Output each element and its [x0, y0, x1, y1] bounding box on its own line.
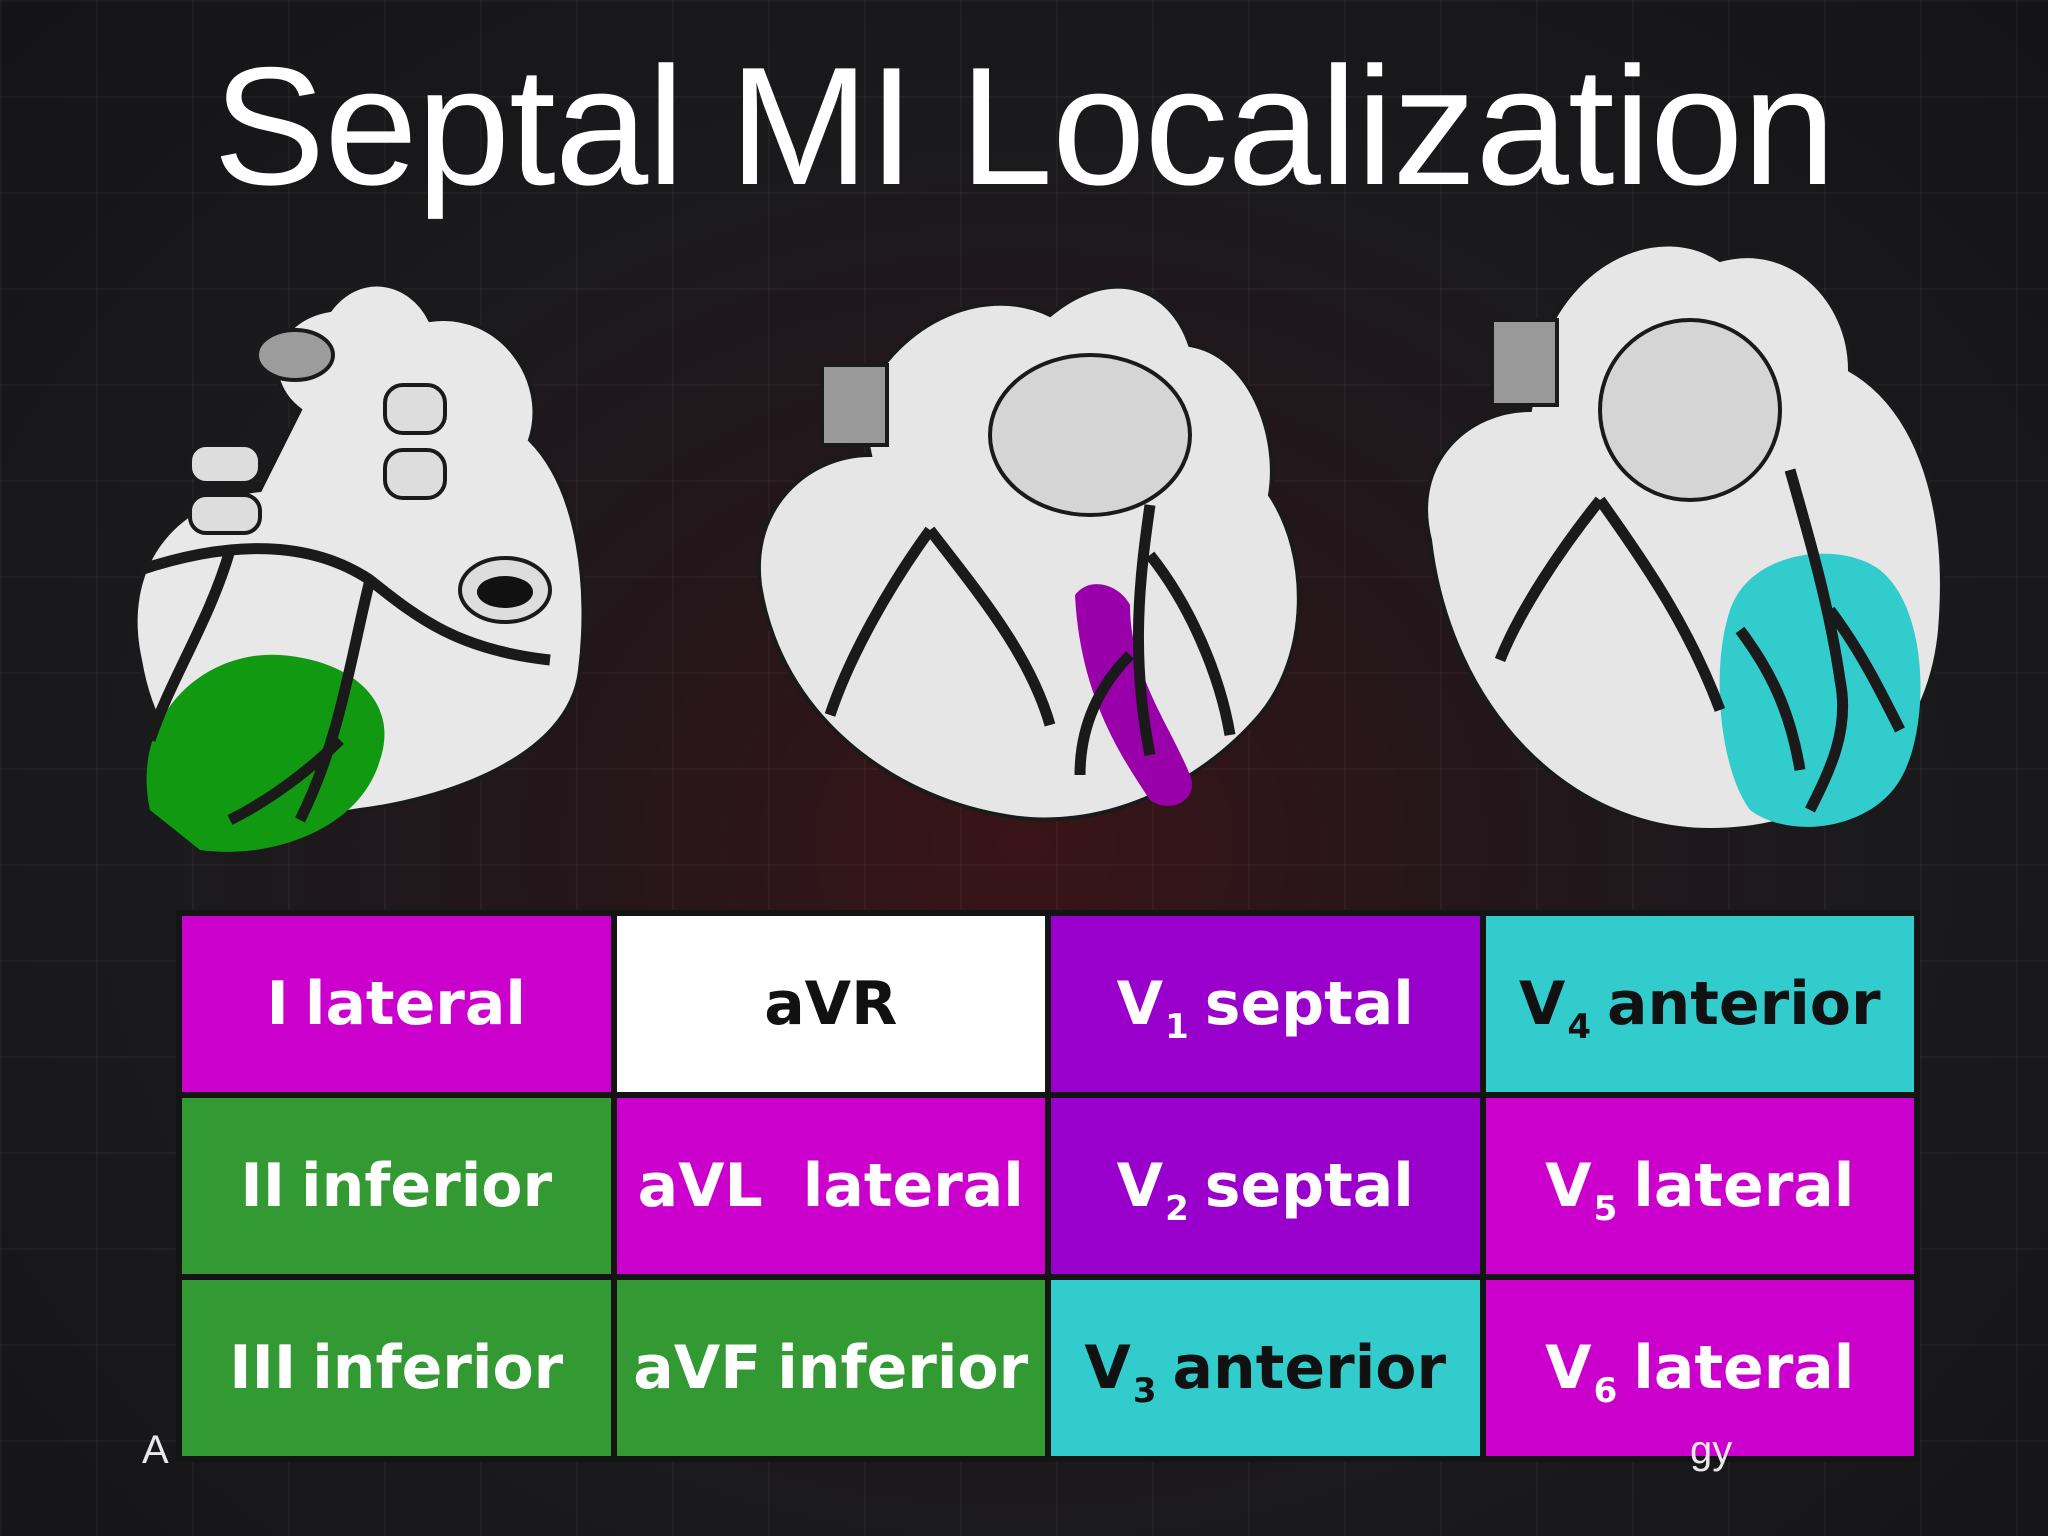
lead-region: lateral	[802, 1151, 1024, 1221]
lead-region: lateral	[304, 969, 526, 1039]
lead-subscript: 3	[1132, 1371, 1157, 1411]
lead-region: inferior	[312, 1333, 564, 1403]
lead-name: II	[240, 1151, 301, 1221]
lead-region: inferior	[301, 1151, 553, 1221]
lead-label: V	[1116, 969, 1164, 1039]
lead-subscript: 1	[1165, 1007, 1189, 1047]
heart-1-vessel-opening	[255, 328, 335, 382]
lead-name: aVF	[633, 1333, 777, 1403]
heart-3-aorta	[1598, 318, 1782, 502]
lead-cell-avr: aVR	[616, 916, 1045, 1092]
heart-1-vein-2	[188, 493, 262, 535]
heart-2-infarct-purple	[1075, 584, 1192, 806]
lead-cell-avl: aVL lateral	[616, 1098, 1045, 1274]
lead-subscript: 2	[1165, 1189, 1189, 1229]
lead-region: lateral	[1633, 1151, 1855, 1221]
heart-2-vessel-cap	[820, 363, 889, 447]
lead-region: septal	[1204, 1151, 1414, 1221]
heart-1-vessel-hole	[477, 576, 533, 608]
lead-name: III	[229, 1333, 312, 1403]
lead-label: V	[1545, 1151, 1592, 1221]
lead-subscript: 5	[1593, 1189, 1618, 1229]
heart-3-vessel-cap	[1490, 318, 1559, 407]
lead-label: aVL	[637, 1151, 763, 1221]
lead-label: V	[1084, 1333, 1131, 1403]
lead-region: septal	[1204, 969, 1414, 1039]
lead-label: II	[240, 1151, 286, 1221]
heart-anterior-view	[1424, 242, 1944, 833]
lead-subscript: 4	[1567, 1007, 1592, 1047]
heart-3-coronary-artery	[1494, 468, 1905, 813]
lead-name: aVR	[764, 969, 897, 1039]
heart-1-infarct-green	[146, 654, 385, 852]
heart-1-vein-4	[383, 448, 447, 500]
lead-label: V	[1116, 1151, 1164, 1221]
credit-left: A	[142, 1428, 169, 1472]
lead-label: aVR	[764, 969, 898, 1039]
heart-1-coronary-artery	[138, 543, 551, 825]
lead-region: anterior	[1607, 969, 1881, 1039]
lead-label: V	[1545, 1333, 1592, 1403]
heart-septal-view	[756, 284, 1301, 822]
lead-subscript: 6	[1593, 1371, 1618, 1411]
lead-region: anterior	[1172, 1333, 1447, 1403]
lead-name: I	[267, 969, 305, 1039]
lead-region: inferior	[777, 1333, 1029, 1403]
lead-label: III	[229, 1333, 297, 1403]
credit-right: gy	[1690, 1428, 1733, 1472]
heart-2-coronary-artery	[824, 504, 1236, 776]
lead-label: I	[266, 969, 289, 1039]
slide-title: Septal MI Localization	[213, 32, 1836, 220]
lead-label: aVF	[633, 1333, 762, 1403]
heart-1-vein-3	[383, 383, 447, 435]
lead-label: V	[1518, 969, 1566, 1039]
lead-name: aVL	[638, 1151, 803, 1221]
heart-3-infarct-cyan	[1719, 553, 1921, 827]
heart-2-aorta	[988, 353, 1192, 517]
heart-1-vein-1	[188, 443, 262, 485]
heart-inferior-view	[133, 282, 586, 852]
lead-region: lateral	[1633, 1333, 1855, 1403]
